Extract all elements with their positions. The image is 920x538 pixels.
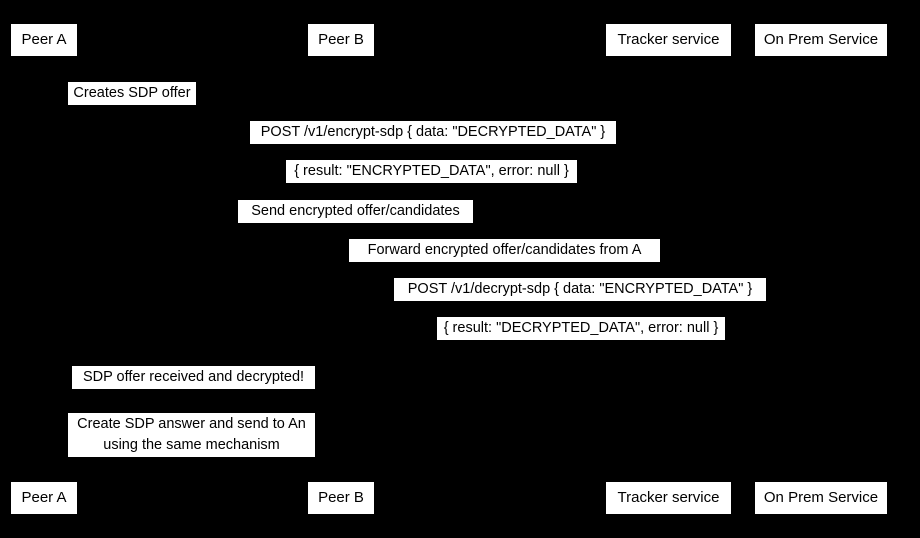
participant-header-peer-a[interactable]: Peer A: [10, 23, 78, 57]
participant-label: Peer B: [318, 31, 364, 48]
message-label-forward-encrypted-offer: Forward encrypted offer/candidates from …: [349, 239, 660, 262]
lifeline-peer-b: [341, 57, 342, 481]
participant-label: On Prem Service: [763, 489, 879, 506]
message-label-post-decrypt-sdp: POST /v1/decrypt-sdp { data: "ENCRYPTED_…: [394, 278, 766, 301]
participant-footer-peer-b[interactable]: Peer B: [307, 481, 375, 515]
participant-header-tracker-service[interactable]: Tracker service: [605, 23, 732, 57]
message-label-create-sdp-answer: Create SDP answer and send to An using t…: [68, 413, 315, 457]
lifeline-tracker-service: [668, 57, 669, 481]
lifeline-on-prem-service: [821, 57, 822, 481]
participant-label: Peer A: [21, 489, 67, 506]
participant-label: Peer B: [318, 489, 364, 506]
message-label-sdp-offer-received: SDP offer received and decrypted!: [72, 366, 315, 389]
participant-footer-tracker-service[interactable]: Tracker service: [605, 481, 732, 515]
message-label-send-encrypted-offer: Send encrypted offer/candidates: [238, 200, 473, 223]
participant-header-peer-b[interactable]: Peer B: [307, 23, 375, 57]
participant-label: Peer A: [21, 31, 67, 48]
participant-label: Tracker service: [617, 489, 720, 506]
message-label-creates-sdp-offer: Creates SDP offer: [68, 82, 196, 105]
lifeline-peer-a: [44, 57, 45, 481]
message-label-encrypt-sdp-result: { result: "ENCRYPTED_DATA", error: null …: [286, 160, 577, 183]
participant-footer-peer-a[interactable]: Peer A: [10, 481, 78, 515]
message-label-post-encrypt-sdp: POST /v1/encrypt-sdp { data: "DECRYPTED_…: [250, 121, 616, 144]
participant-header-on-prem-service[interactable]: On Prem Service: [754, 23, 888, 57]
message-label-decrypt-sdp-result: { result: "DECRYPTED_DATA", error: null …: [437, 317, 725, 340]
participant-label: On Prem Service: [763, 31, 879, 48]
participant-footer-on-prem-service[interactable]: On Prem Service: [754, 481, 888, 515]
participant-label: Tracker service: [617, 31, 720, 48]
